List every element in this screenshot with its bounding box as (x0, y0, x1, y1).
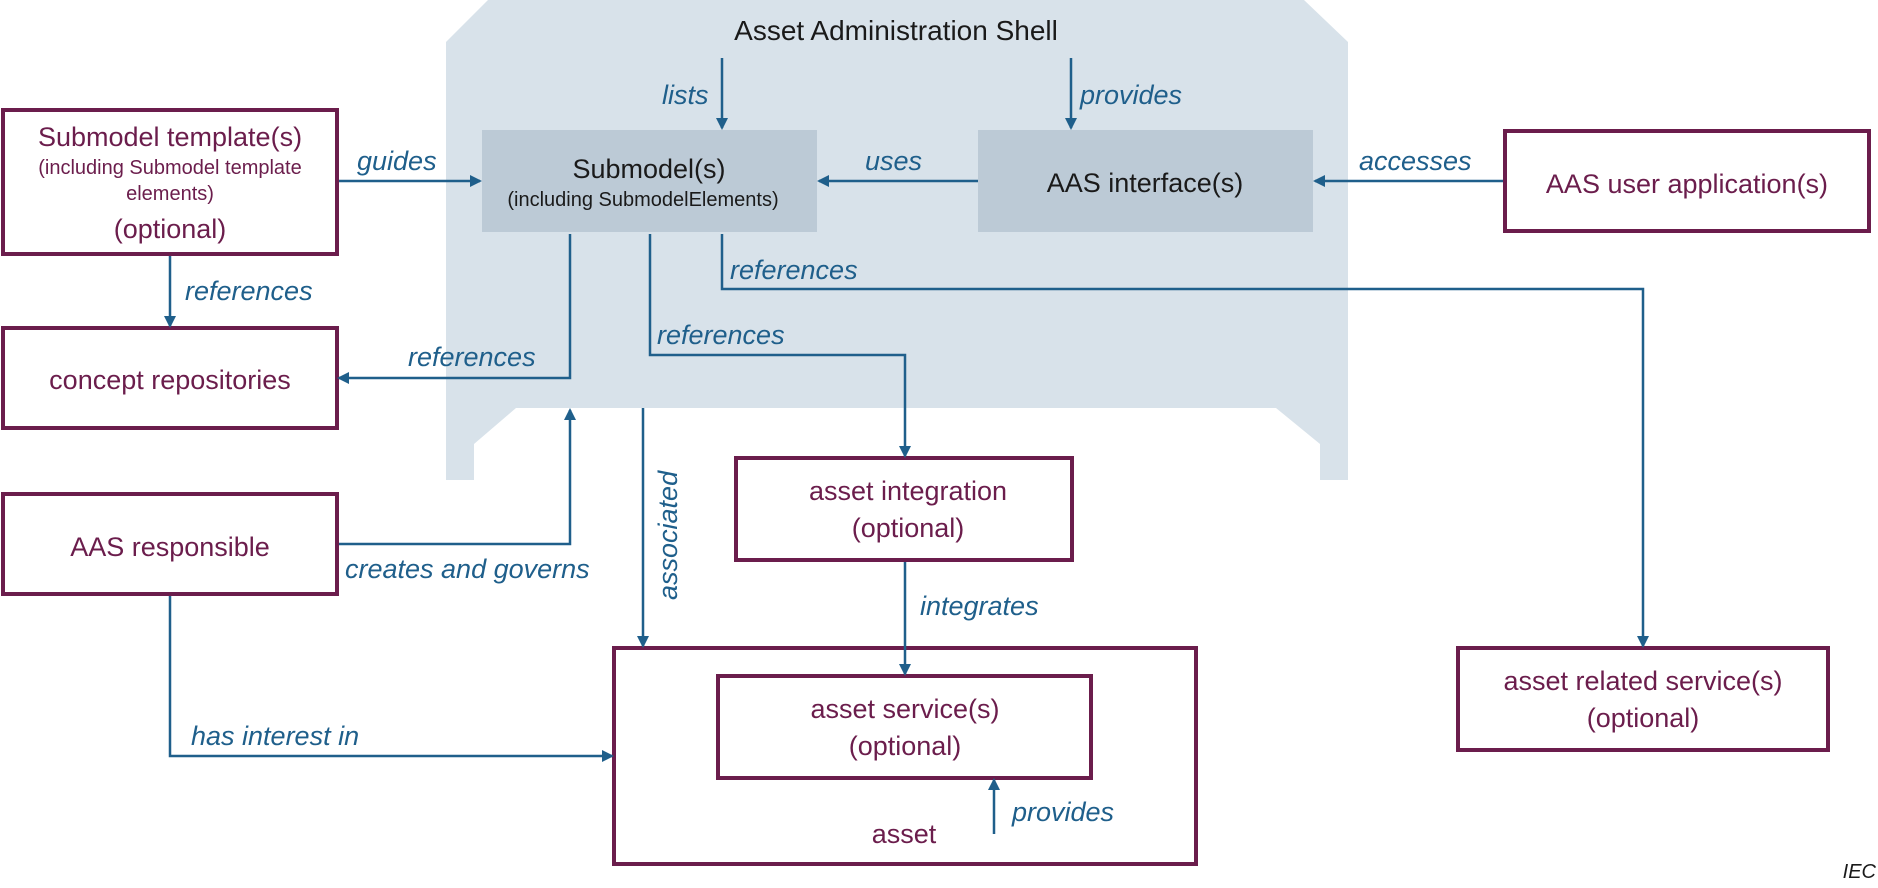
asset-label: asset (872, 819, 937, 849)
submodel-templates-sub1: (including Submodel template (38, 157, 302, 179)
asset-services-title: asset service(s) (810, 694, 999, 724)
aas-responsible-box[interactable] (1, 492, 339, 596)
concept-repositories-label: concept repositories (49, 365, 291, 395)
edge-label-references-concept: references (408, 342, 536, 372)
edge-label-accesses: accesses (1359, 146, 1472, 176)
submodel-templates-sub2: elements) (126, 183, 214, 205)
aas-interface-label: AAS interface(s) (1047, 168, 1244, 198)
arrow-has-interest (168, 596, 614, 762)
asset-services-optional: (optional) (849, 731, 962, 761)
arrow-creates-governs (339, 408, 576, 546)
submodels-box[interactable] (482, 130, 817, 232)
edge-label-provides-top: provides (1079, 80, 1182, 110)
submodel-templates-optional: (optional) (114, 214, 227, 244)
shell-title: Asset Administration Shell (734, 15, 1058, 46)
shell-background (446, 0, 1348, 480)
submodel-templates-box[interactable] (1, 108, 339, 256)
edge-label-has-interest: has interest in (191, 721, 359, 751)
edge-label-integrates: integrates (920, 591, 1039, 621)
arrow-references-integration (648, 234, 911, 458)
aas-user-application-label: AAS user application(s) (1546, 169, 1828, 199)
asset-services-box[interactable] (716, 674, 1093, 780)
edge-label-associated: associated (653, 470, 683, 600)
edge-label-creates-governs: creates and governs (345, 554, 590, 584)
arrow-references-related (720, 234, 1649, 648)
edge-label-references-related: references (730, 255, 858, 285)
asset-integration-title: asset integration (809, 476, 1007, 506)
asset-integration-optional: (optional) (852, 513, 965, 543)
asset-related-services-optional: (optional) (1587, 703, 1700, 733)
iec-mark: IEC (1843, 861, 1877, 883)
edge-label-references-integration: references (657, 320, 785, 350)
submodel-templates-title: Submodel template(s) (38, 122, 302, 152)
aas-interface-box[interactable] (978, 130, 1313, 232)
asset-related-services-box[interactable] (1456, 646, 1830, 752)
edge-label-lists: lists (662, 80, 709, 110)
asset-integration-box[interactable] (734, 456, 1074, 562)
aas-responsible-label: AAS responsible (70, 532, 270, 562)
asset-related-services-title: asset related service(s) (1503, 666, 1782, 696)
edge-label-references-template: references (185, 276, 313, 306)
submodels-label: Submodel(s) (572, 154, 725, 184)
edge-label-guides: guides (357, 146, 437, 176)
aas-user-application-box[interactable] (1503, 129, 1871, 233)
edge-label-provides-asset: provides (1011, 797, 1114, 827)
submodels-sublabel: (including SubmodelElements) (507, 189, 778, 211)
arrow-references-concept (337, 234, 572, 384)
edge-label-uses: uses (865, 146, 922, 176)
